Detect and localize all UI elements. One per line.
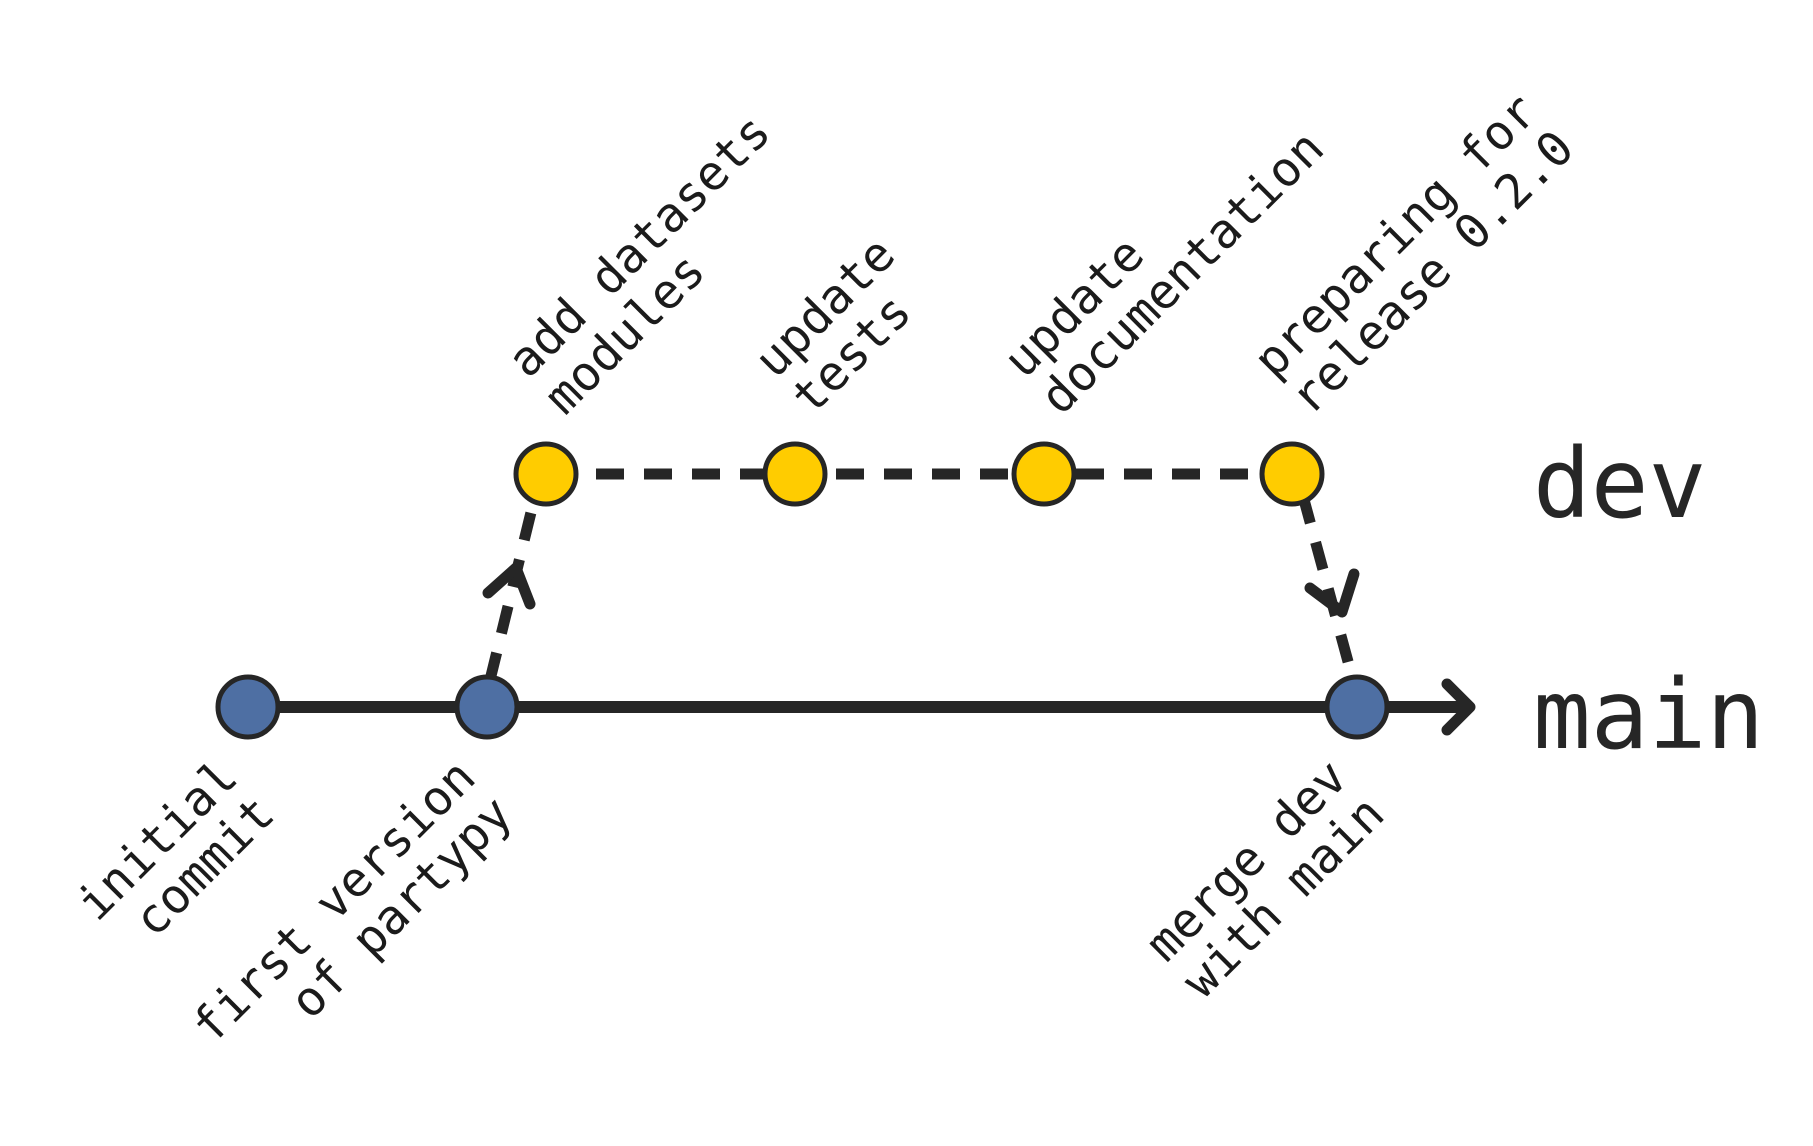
branch-out-arrowhead	[482, 562, 536, 610]
commit-label-initial: initial commit	[66, 749, 285, 948]
commit-node-preparing-release[interactable]	[1259, 441, 1325, 507]
merge-arrowhead	[1304, 568, 1360, 618]
commit-label-update-tests: update tests	[744, 226, 923, 425]
commit-node-first-version[interactable]	[454, 674, 520, 740]
merge-line	[1297, 494, 1359, 682]
commit-label-merge: merge dev with main	[1135, 749, 1395, 1009]
branch-out-line	[484, 494, 541, 682]
commit-node-initial[interactable]	[215, 674, 281, 740]
commit-node-update-docs[interactable]	[1011, 441, 1077, 507]
branch-label-main: main	[1533, 659, 1764, 771]
main-branch-arrowhead	[1441, 678, 1476, 736]
commit-node-update-tests[interactable]	[762, 441, 828, 507]
commit-node-merge[interactable]	[1324, 674, 1390, 740]
branch-label-dev: dev	[1533, 428, 1706, 540]
commit-label-add-datasets: add datasets modules	[497, 104, 782, 426]
commit-node-add-datasets[interactable]	[513, 441, 579, 507]
